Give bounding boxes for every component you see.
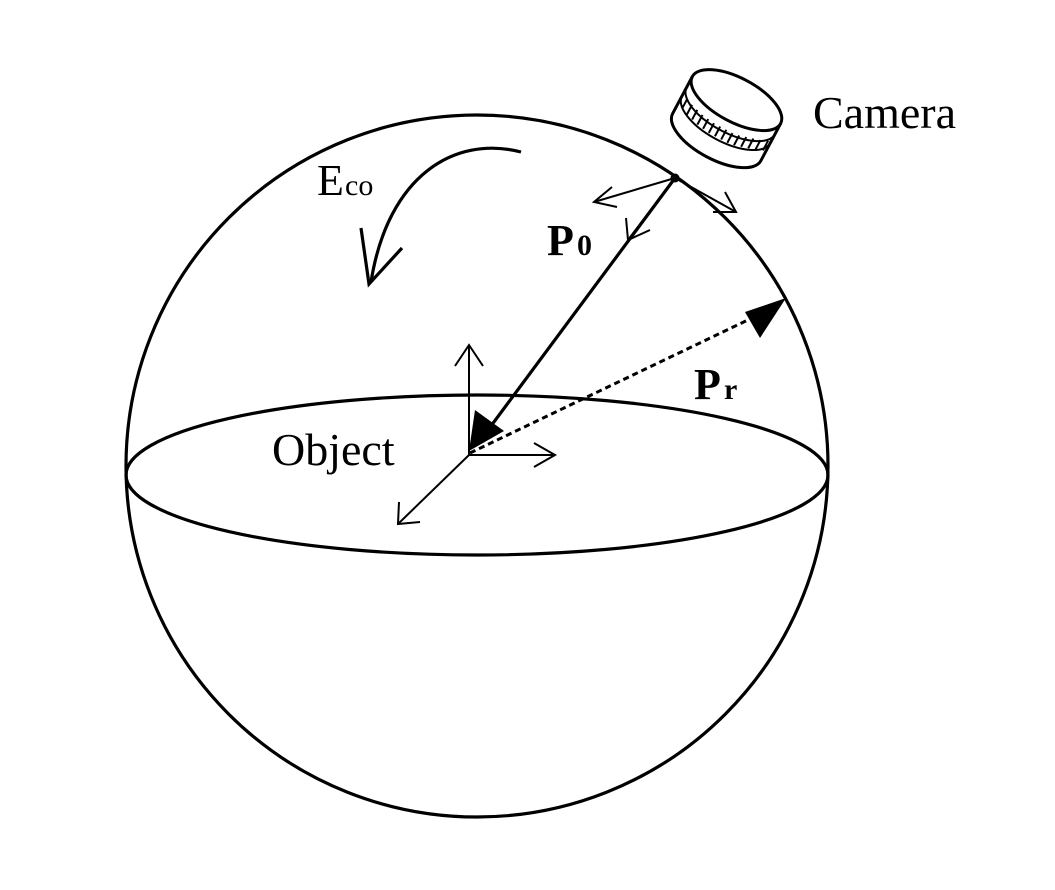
- pr-label: P r: [694, 360, 737, 409]
- camera-axis-tangent: [674, 177, 737, 213]
- camera-lens-ring: [679, 86, 776, 151]
- eco-label-main: E: [317, 156, 344, 205]
- pr-line: [469, 316, 753, 455]
- p0-arrowhead: [469, 410, 504, 451]
- sphere-outline: [124, 113, 830, 819]
- equator-ellipse: [124, 393, 830, 557]
- eco-label-sub: co: [345, 169, 373, 202]
- p0-label: P 0: [547, 216, 592, 265]
- eco-rotation-arrow: [359, 146, 522, 288]
- pr-vector: [469, 298, 786, 455]
- camera-axis-forward: [627, 177, 676, 241]
- camera-axis-left-arrowhead: [591, 186, 618, 208]
- object-axis-diagonal-arrowhead: [396, 501, 421, 526]
- eco-arrowhead: [359, 227, 404, 288]
- eco-label: E co: [317, 156, 373, 205]
- object-axis-right-arrowhead: [533, 442, 558, 468]
- object-axis-up-arrowhead: [454, 343, 484, 367]
- pr-label-main: P: [694, 360, 721, 409]
- camera-axis-tangent-arrowhead: [713, 191, 738, 213]
- pr-label-sub: r: [724, 373, 737, 406]
- p0-label-main: P: [547, 216, 574, 265]
- camera-icon: [669, 68, 784, 170]
- pr-arrowhead: [745, 298, 786, 338]
- camera-label: Camera: [813, 87, 956, 138]
- object-axis-diagonal: [397, 454, 470, 525]
- object-label: Object: [272, 424, 395, 475]
- camera-axis-left: [593, 177, 676, 203]
- eco-arc: [369, 146, 522, 283]
- object-axes: [396, 343, 558, 526]
- camera-axes: [591, 173, 738, 242]
- camera-top: [689, 68, 784, 133]
- camera-axis-forward-arrowhead: [625, 217, 651, 242]
- p0-label-sub: 0: [577, 229, 592, 262]
